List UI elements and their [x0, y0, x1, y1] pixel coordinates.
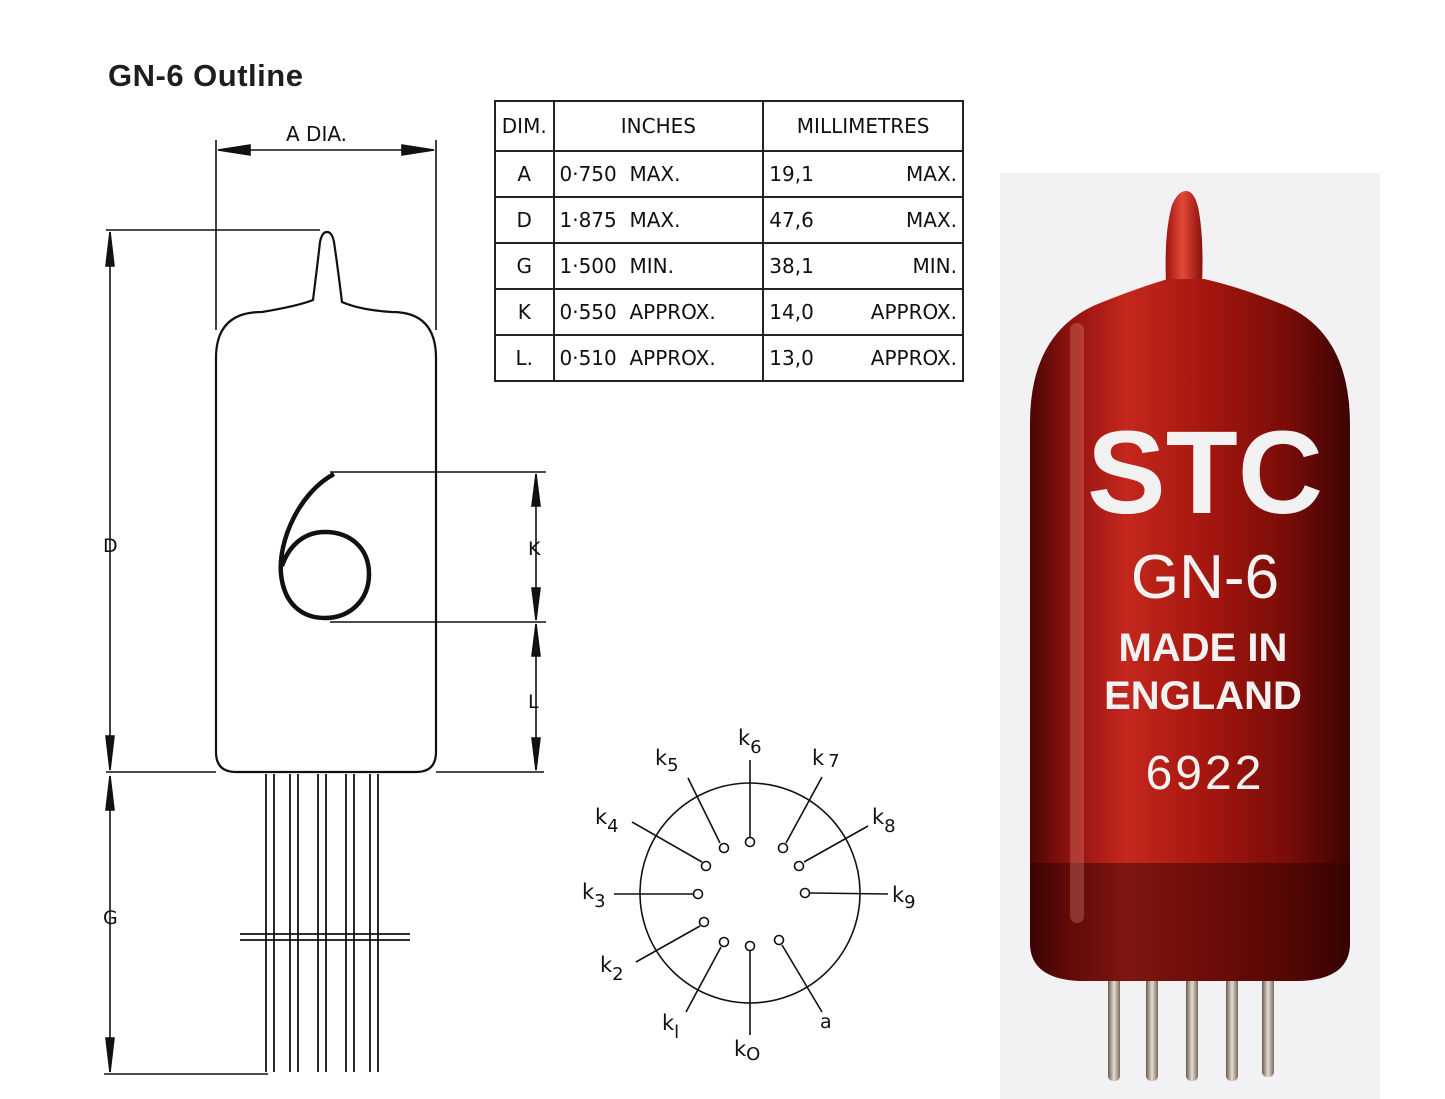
photo-england-text: ENGLAND: [1104, 674, 1302, 718]
pin-label-k6: k6: [738, 726, 762, 758]
photo-printing: STC GN-6 MADE IN ENGLAND 6922: [1087, 407, 1323, 800]
pin-label-k8: k8: [872, 805, 896, 837]
cell-inches: 0·510 APPROX.: [552, 334, 765, 382]
cell-inches: 0·750 MAX.: [552, 150, 765, 198]
label-g: G: [103, 907, 118, 929]
dim-a-lines: [215, 140, 437, 330]
pin-label-k2: k2: [600, 953, 624, 985]
pin-label-k3: k3: [582, 880, 606, 912]
pin-label-a: a: [820, 1011, 832, 1033]
tube-pins: [240, 774, 410, 1072]
pin-leaders: [614, 760, 889, 1035]
pin-holes: [692, 836, 811, 952]
photo-glass-body: [1030, 279, 1350, 981]
cell-dim: K: [494, 288, 555, 336]
dimension-labels: A DIA. D G K L: [103, 122, 541, 929]
photo-tube-tip: [1165, 191, 1203, 285]
photo-code-text: 6922: [1146, 747, 1265, 800]
header-millimetres: MILLIMETRES: [762, 100, 964, 152]
digit-6-glyph: [278, 472, 372, 621]
photo-brand-text: STC: [1087, 407, 1323, 539]
pin-label-k5: k5: [655, 746, 679, 776]
pin-label-k1: kl: [662, 1011, 679, 1043]
pin-label-k0: kO: [734, 1037, 760, 1065]
dim-kl-lines: [330, 471, 546, 771]
cell-dim: A: [494, 150, 555, 198]
table-header-row: DIM. INCHES MILLIMETRES: [494, 100, 964, 152]
dim-d-lines: [105, 229, 544, 773]
pin-label-k9: k9: [892, 883, 916, 913]
cell-inches: 0·550 APPROX.: [552, 288, 765, 336]
photo-made-in-text: MADE IN: [1119, 626, 1288, 670]
cell-dim: D: [494, 196, 555, 244]
label-k: K: [528, 538, 541, 560]
cell-dim: G: [494, 242, 555, 290]
label-l: L: [528, 691, 539, 713]
dim-g-lines: [104, 775, 268, 1075]
cell-dim: L.: [494, 334, 555, 382]
header-dim: DIM.: [494, 100, 555, 152]
photo-model-text: GN-6: [1131, 543, 1279, 612]
label-a-dia: A DIA.: [286, 122, 347, 146]
header-inches: INCHES: [552, 100, 765, 152]
outline-drawing: A DIA. D G K L k6: [103, 122, 916, 1075]
tube-photo: STC GN-6 MADE IN ENGLAND 6922: [1000, 173, 1380, 1099]
cell-inches: 1·875 MAX.: [552, 196, 765, 244]
pinout-diagram: [614, 760, 889, 1035]
tube-envelope: [214, 230, 438, 774]
cell-inches: 1·500 MIN.: [552, 242, 765, 290]
drawing-title: GN-6 Outline: [108, 58, 304, 93]
pin-label-k4: k4: [595, 805, 619, 837]
label-d: D: [103, 535, 118, 557]
dimension-table: DIM. INCHES MILLIMETRES A 0·750 MAX. 19,…: [494, 100, 964, 382]
